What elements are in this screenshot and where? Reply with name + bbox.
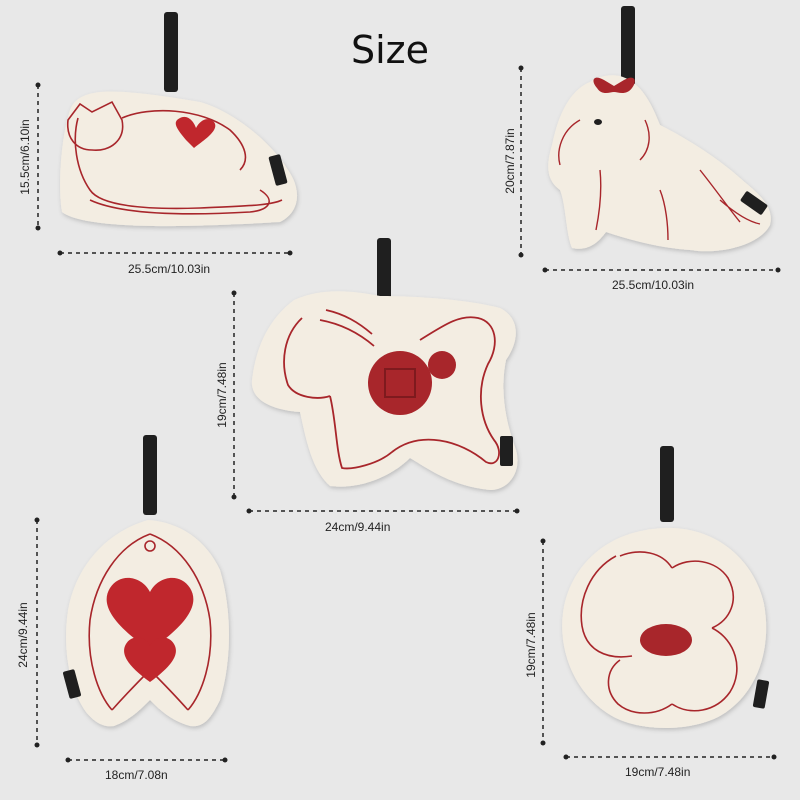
heart-icon xyxy=(124,637,176,682)
dimension-endpoints xyxy=(34,65,781,763)
dog-towel xyxy=(548,6,771,252)
cat-towel xyxy=(60,12,298,227)
hanging-loop xyxy=(621,6,635,86)
cat-width-label: 25.5cm/10.03in xyxy=(128,262,211,276)
dog-towel-body xyxy=(548,75,771,252)
horse-height-label: 19cm/7.48in xyxy=(215,362,229,428)
cat-towel-body xyxy=(60,91,298,227)
hanging-loop xyxy=(143,435,157,515)
horse-width-label: 24cm/9.44in xyxy=(325,520,391,534)
flower-width-label: 19cm/7.48in xyxy=(625,765,691,779)
heart-icon xyxy=(106,577,194,650)
fish-height-label: 24cm/9.44in xyxy=(16,602,30,668)
fish-width-label: 18cm/7.08n xyxy=(105,768,168,782)
dog-height-label: 20cm/7.87in xyxy=(503,128,517,194)
dog-width-label: 25.5cm/10.03in xyxy=(612,278,695,292)
hanging-loop xyxy=(660,446,674,522)
dimension-lines xyxy=(36,68,778,761)
horse-towel xyxy=(251,238,518,490)
hanging-loop xyxy=(164,12,178,92)
coin-icon xyxy=(428,351,456,379)
bow-icon xyxy=(593,77,635,93)
flower-center xyxy=(640,624,692,656)
flower-height-label: 19cm/7.48in xyxy=(524,612,538,678)
heart-icon xyxy=(175,116,216,148)
cat-height-label: 15.5cm/6.10in xyxy=(18,119,32,195)
page-title: Size xyxy=(350,28,429,72)
coin-icon xyxy=(368,351,432,415)
flower-towel xyxy=(562,446,770,728)
fish-towel xyxy=(63,435,229,727)
